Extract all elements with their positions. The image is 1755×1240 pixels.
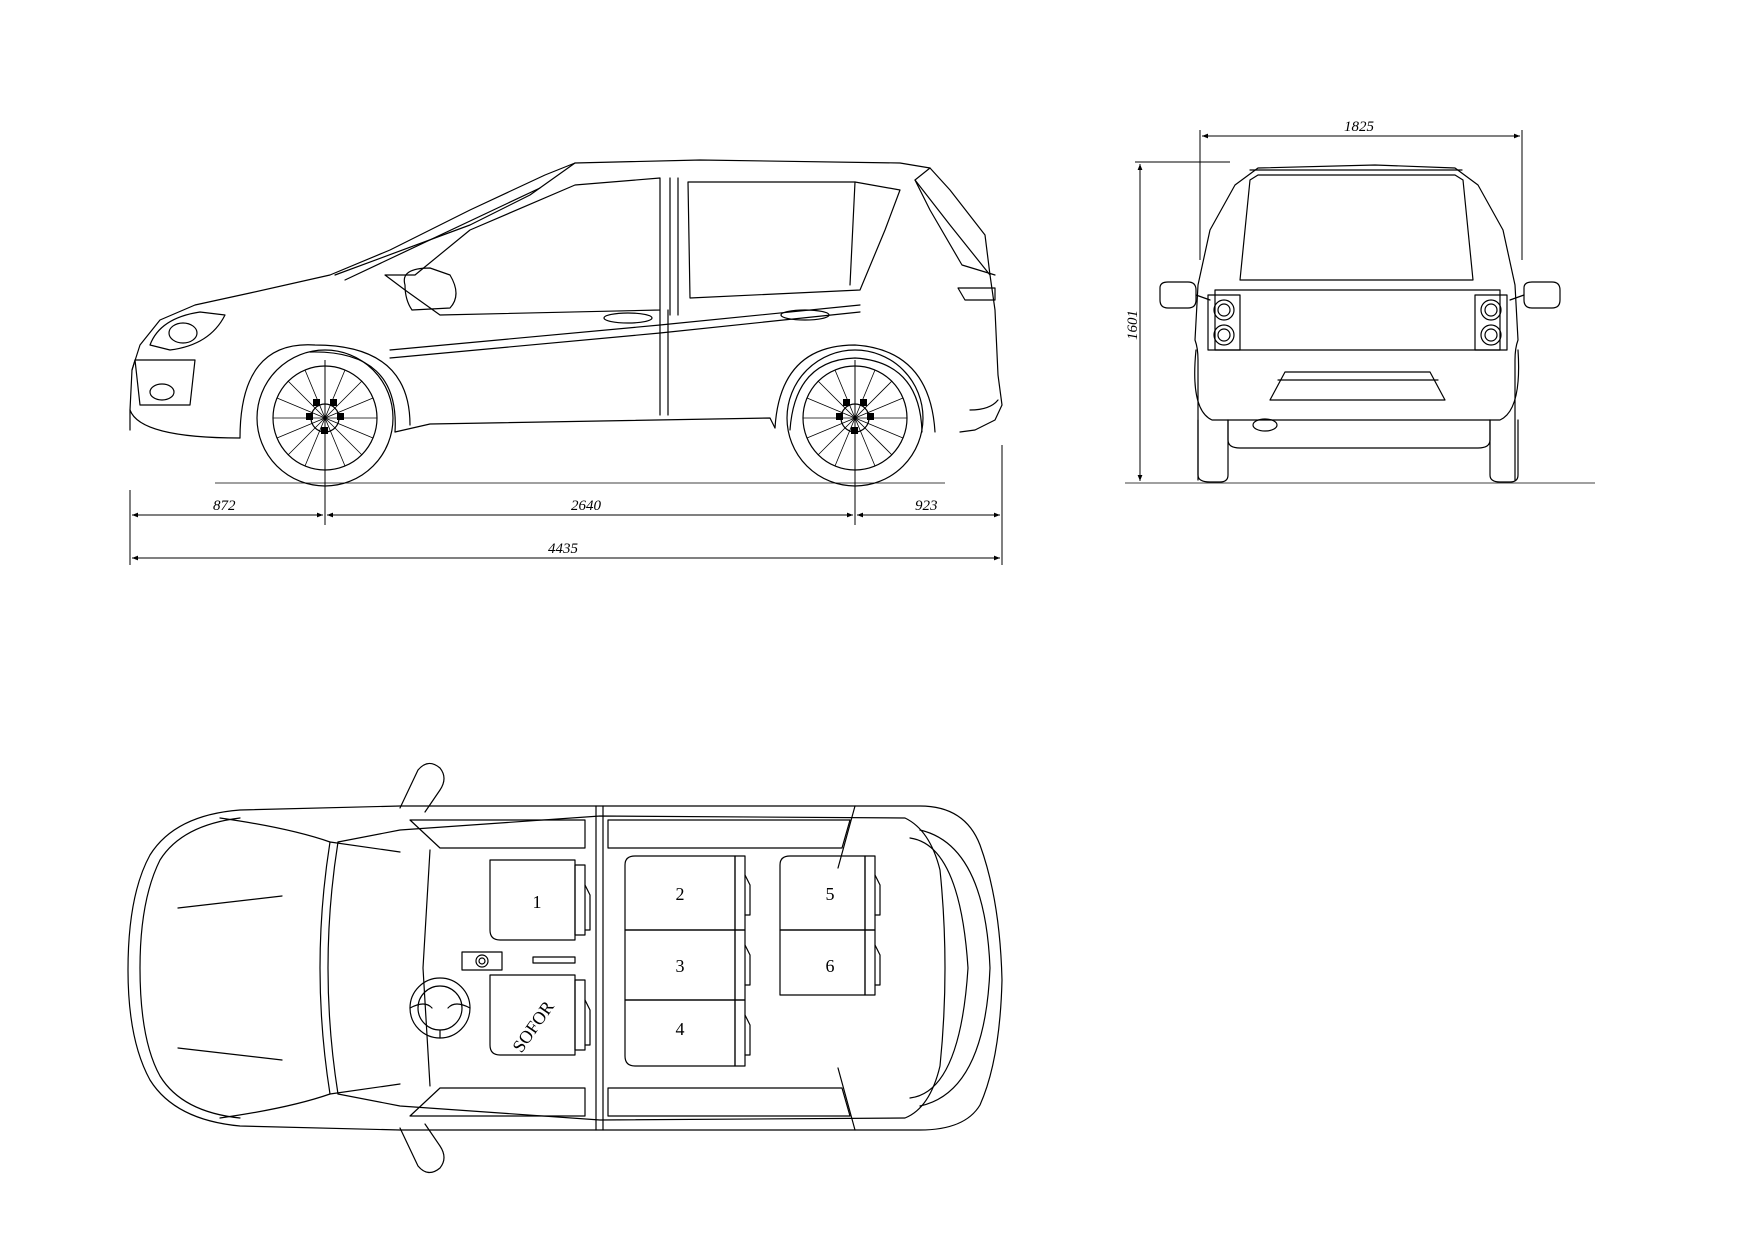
seat-1-label: 1 <box>533 892 542 912</box>
top-view: 1 SOFOR 2 3 4 <box>127 762 1003 1174</box>
seat-1: 1 <box>489 859 591 941</box>
seat-3-label: 3 <box>676 956 685 976</box>
wheelbase-label: 2640 <box>571 498 602 514</box>
rear-overhang-label: 923 <box>915 498 938 514</box>
rear-view: 1825 1601 <box>1125 119 1595 484</box>
length-dimensions: 872 2640 923 4435 <box>129 360 1003 565</box>
seat-5: 5 <box>779 855 881 931</box>
seat-4-label: 4 <box>676 1019 685 1039</box>
seat-2: 2 <box>624 855 751 931</box>
seat-4: 4 <box>624 999 751 1067</box>
seat-2-label: 2 <box>676 884 685 904</box>
side-view: 872 2640 923 4435 <box>129 159 1003 565</box>
front-overhang-label: 872 <box>213 498 236 514</box>
seat-3: 3 <box>624 929 751 1001</box>
rear-dimensions: 1825 1601 <box>1125 119 1523 481</box>
seat-5-label: 5 <box>826 884 835 904</box>
seat-6: 6 <box>779 929 881 996</box>
overall-length-label: 4435 <box>548 541 579 557</box>
overall-height-label: 1601 <box>1125 310 1141 340</box>
driver-seat-label: SOFOR <box>508 997 558 1056</box>
driver-seat: SOFOR <box>489 974 591 1056</box>
overall-width-label: 1825 <box>1344 119 1375 135</box>
seat-6-label: 6 <box>826 956 835 976</box>
